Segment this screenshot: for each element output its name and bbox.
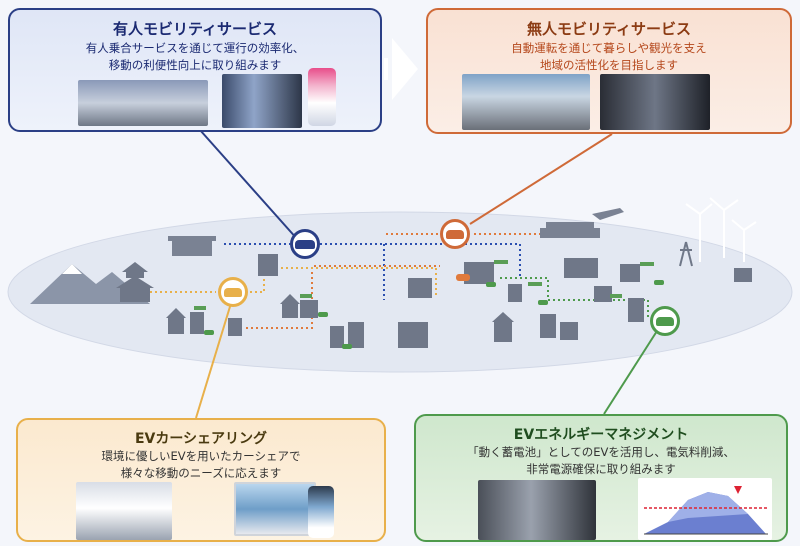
ev-carshare-parking-photo (76, 482, 172, 540)
connector-unmanned (469, 133, 613, 225)
connector-carshare (195, 299, 233, 419)
carshare-title: EVカーシェアリング (134, 431, 268, 447)
carshare-node[interactable] (218, 277, 248, 307)
ev-charging-photo (478, 480, 596, 540)
airport-icon (540, 208, 624, 238)
station-icon (168, 236, 216, 256)
kiosk-photo (222, 74, 302, 128)
bus-node[interactable] (290, 229, 320, 259)
car-icon (224, 287, 242, 297)
autonomous-vehicle-street-photo (462, 74, 590, 130)
connector-energy (603, 319, 665, 415)
carshare-app-phone-photo (308, 486, 334, 538)
carshare-description: 環境に優しいEVを用いたカーシェアで 様々な移動のニーズに応えます (18, 448, 384, 482)
unmanned-description: 自動運転を通じて暮らしや観光を支え 地域の活性化を目指します (428, 40, 790, 74)
manned-title: 有人モビリティサービス (112, 20, 278, 38)
carshare-app-laptop-photo (234, 482, 316, 536)
connector-manned (199, 129, 299, 241)
castle-icon (116, 262, 154, 302)
unmanned-mobility-panel: 無人モビリティサービス 自動運転を通じて暮らしや観光を支え 地域の活性化を目指し… (426, 8, 792, 134)
ev-energy-management-panel: EVエネルギーマネジメント 「動く蓄電池」としてのEVを活用し、電気料削減、 非… (414, 414, 788, 542)
smartphone-app-photo (308, 68, 336, 126)
wind-turbine-icon (685, 197, 757, 262)
energy-title: EVエネルギーマネジメント (513, 427, 689, 443)
solar-panel-icon (194, 260, 654, 310)
energy-desc-line2: 非常電源確保に取り組みます (526, 462, 676, 476)
energy-desc-line1: 「動く蓄電池」としてのEVを活用し、電気料削減、 (467, 445, 735, 459)
route-carshare (150, 267, 437, 296)
unmanned-title: 無人モビリティサービス (526, 20, 692, 38)
route-energy (500, 277, 649, 318)
manned-description: 有人乗合サービスを通じて運行の効率化、 移動の利便性向上に取り組みます (10, 40, 380, 74)
manned-desc-line1: 有人乗合サービスを通じて運行の効率化、 (85, 41, 305, 55)
bus-icon (295, 239, 315, 249)
van-icon (446, 229, 464, 239)
map-cars (204, 274, 664, 349)
charging-car-icon (656, 316, 674, 326)
energy-node[interactable] (650, 306, 680, 336)
ev-carsharing-panel: EVカーシェアリング 環境に優しいEVを用いたカーシェアで 様々な移動のニーズに… (16, 418, 386, 542)
manned-desc-line2: 移動の利便性向上に取り組みます (108, 58, 282, 72)
autonomous-cockpit-photo (600, 74, 710, 130)
carshare-desc-line2: 様々な移動のニーズに応えます (120, 466, 282, 480)
unmanned-desc-line1: 自動運転を通じて暮らしや観光を支え (511, 41, 707, 55)
buildings (166, 254, 752, 348)
power-tower-icon (679, 241, 693, 267)
carshare-desc-line1: 環境に優しいEVを用いたカーシェアで (101, 449, 301, 463)
energy-description: 「動く蓄電池」としてのEVを活用し、電気料削減、 非常電源確保に取り組みます (416, 444, 786, 478)
van-node[interactable] (440, 219, 470, 249)
manned-mobility-panel: 有人モビリティサービス 有人乗合サービスを通じて運行の効率化、 移動の利便性向上… (8, 8, 382, 132)
route-manned (224, 243, 521, 300)
power-usage-chart-image (638, 478, 772, 540)
bus-terminal-photo (78, 80, 208, 126)
unmanned-desc-line2: 地域の活性化を目指します (540, 58, 678, 72)
